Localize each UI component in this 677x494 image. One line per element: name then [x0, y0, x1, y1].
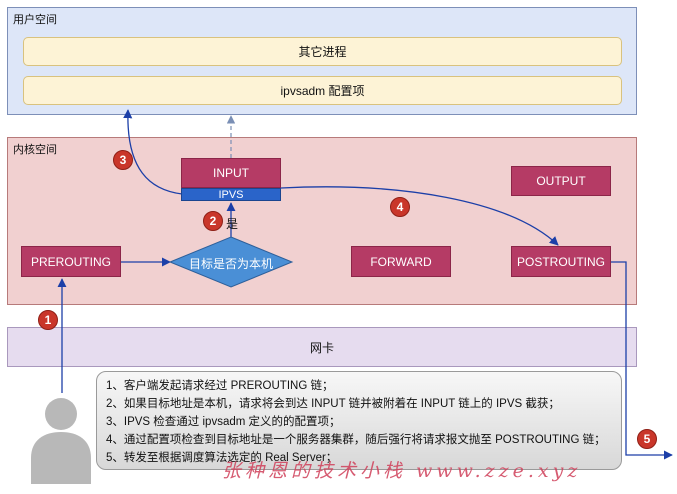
process-other: 其它进程 [23, 37, 622, 66]
step-badge-4: 4 [390, 197, 410, 217]
postrouting-chain: POSTROUTING [511, 246, 611, 277]
steps-notes-box: 1、客户端发起请求经过 PREROUTING 链； 2、如果目标地址是本机，请求… [96, 371, 622, 470]
user-silhouette-icon [31, 398, 91, 484]
step-badge-1: 1 [38, 310, 58, 330]
decision-label: 目标是否为本机 [188, 257, 273, 271]
arrow-ipvs-to-postrouting [280, 186, 559, 246]
note-line: 2、如果目标地址是本机，请求将会到达 INPUT 链并被附着在 INPUT 链上… [106, 398, 560, 410]
arrow-postrouting-to-realserver [611, 261, 673, 460]
arrow-ipvs-to-ipvsadm [123, 109, 183, 195]
note-line: 5、转发至根据调度算法选定的 Real Server； [106, 452, 338, 464]
note-line: 1、客户端发起请求经过 PREROUTING 链； [106, 380, 334, 392]
step-badge-5: 5 [637, 429, 657, 449]
step-badge-2: 2 [203, 211, 223, 231]
process-ipvsadm-config: ipvsadm 配置项 [23, 76, 622, 105]
ipvs-module: IPVS [181, 188, 281, 201]
nic-zone: 网卡 [7, 327, 637, 367]
user-space-label: 用户空间 [13, 14, 57, 26]
input-chain: INPUT [181, 158, 281, 188]
kernel-space-zone: 内核空间 [7, 137, 637, 305]
note-line: 4、通过配置项检查到目标地址是一个服务器集群，随后强行将请求报文抛至 POSTR… [106, 434, 606, 446]
kernel-space-label: 内核空间 [13, 144, 57, 156]
watermark: 张种恩的技术小栈 www.zze.xyz [222, 460, 582, 482]
decision-yes-label: 是 [226, 217, 239, 231]
prerouting-chain: PREROUTING [21, 246, 121, 277]
decision-diamond [168, 236, 294, 288]
output-chain: OUTPUT [511, 166, 611, 196]
forward-chain: FORWARD [351, 246, 451, 277]
nic-label: 网卡 [309, 340, 334, 355]
step-badge-3: 3 [113, 150, 133, 170]
note-line: 3、IPVS 检查通过 ipvsadm 定义的的配置项； [106, 416, 341, 428]
